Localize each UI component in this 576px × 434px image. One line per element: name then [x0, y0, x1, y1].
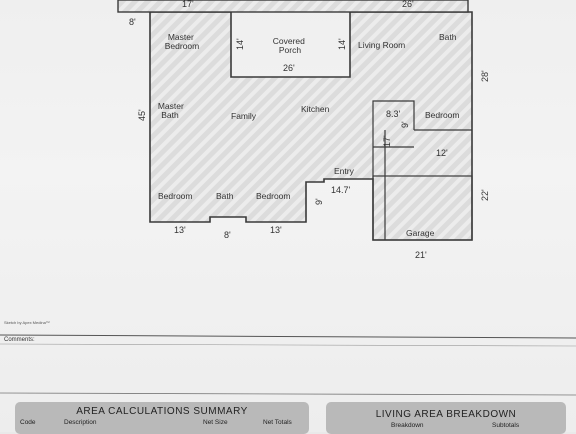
area-summary-header: AREA CALCULATIONS SUMMARY — [15, 402, 309, 434]
area-summary-title: AREA CALCULATIONS SUMMARY — [76, 406, 248, 417]
col-breakdown: Breakdown — [391, 422, 424, 429]
col-code: Code — [20, 419, 36, 426]
room-label-garage: Garage — [406, 228, 435, 238]
garage — [372, 175, 473, 241]
bottom-divider — [0, 392, 576, 396]
room-label-bedroom-right: Bedroom — [425, 110, 460, 120]
sketch-credit: Sketch by Apex Medina™ — [4, 320, 50, 325]
room-label-entry: Entry — [334, 166, 355, 176]
comments-label: Comments: — [4, 337, 35, 343]
dim-closet-h: 9' — [400, 121, 410, 128]
living-breakdown-header: LIVING AREA BREAKDOWN — [326, 402, 566, 434]
dim-bottom-8: 8' — [224, 230, 231, 240]
col-subtotals: Subtotals — [492, 422, 520, 429]
room-label-covered-porch: Covered Porch — [273, 36, 308, 55]
garage-walls — [372, 100, 472, 240]
dim-left-notch: 8' — [129, 17, 136, 27]
dim-porch-width: 26' — [283, 63, 295, 73]
col-description: Description — [64, 419, 97, 426]
dim-garage-21: 21' — [415, 250, 427, 260]
section-divider — [0, 334, 576, 339]
room-label-bath-top: Bath — [439, 32, 457, 42]
dim-bed-12: 12' — [436, 148, 448, 158]
room-label-family: Family — [231, 111, 257, 121]
dim-top-left: 17' — [182, 0, 194, 9]
top-strip — [117, 0, 469, 13]
dim-entry-9: 9' — [314, 198, 324, 205]
dim-bottom-13a: 13' — [174, 225, 186, 235]
room-label-bedroom-mid: Bedroom — [256, 191, 291, 201]
room-label-bath-lower: Bath — [216, 191, 234, 201]
house-outline — [149, 11, 473, 241]
comments-line — [0, 343, 576, 347]
room-label-living-room: Living Room — [358, 40, 405, 50]
dim-porch-depth-right: 14' — [337, 38, 347, 50]
room-label-master-bath: Master Bath — [158, 101, 186, 120]
living-breakdown-title: LIVING AREA BREAKDOWN — [375, 409, 517, 420]
dim-top-right: 26' — [402, 0, 414, 9]
dim-right-28: 28' — [480, 70, 490, 82]
col-net-size: Net Size — [203, 419, 228, 426]
col-net-totals: Net Totals — [263, 419, 292, 426]
dim-entry-14-7: 14.7' — [331, 185, 351, 195]
room-label-bedroom-left: Bedroom — [158, 191, 193, 201]
dim-right-22: 22' — [480, 189, 490, 201]
room-label-kitchen: Kitchen — [301, 104, 330, 114]
dim-closet-w: 8.3' — [386, 109, 401, 119]
dim-bottom-13b: 13' — [270, 225, 282, 235]
dim-hall-17: 17' — [382, 135, 392, 147]
room-label-master-bedroom: Master Bedroom — [165, 32, 200, 51]
dim-left-45: 45' — [137, 109, 147, 121]
dim-porch-depth-left: 14' — [235, 38, 245, 50]
